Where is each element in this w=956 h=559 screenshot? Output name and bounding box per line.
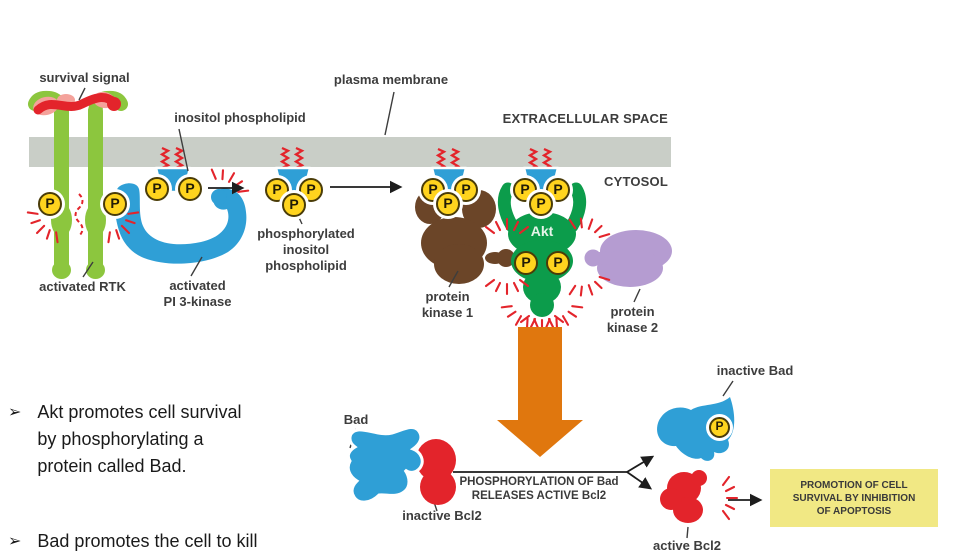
phosphate-p-circle: P — [38, 192, 62, 216]
note-bullet-akt: ➢ Akt promotes cell survival by phosphor… — [8, 402, 242, 476]
inactive-bcl2-shape — [416, 439, 456, 505]
protein-kinase-2-shape — [584, 230, 672, 287]
phosphorylation-caption: PHOSPHORYLATION OF Bad RELEASES ACTIVE B… — [459, 476, 619, 502]
bullet-arrow-icon: ➢ — [8, 533, 22, 550]
reaction-arrows — [208, 180, 763, 507]
phosphate-p-circle: P — [299, 178, 323, 202]
inactive-bad-shape — [657, 397, 735, 461]
extracellular-space-label: EXTRACELLULAR SPACE — [502, 111, 668, 126]
promotion-of-cell-survival-box: PROMOTION OF CELL SURVIVAL BY INHIBITION… — [770, 469, 938, 527]
kinase-activity-dashes — [74, 193, 84, 237]
bad-bcl2-complex — [346, 426, 456, 505]
bad-label: Bad — [343, 412, 369, 427]
phosphate-p-circle: P — [436, 192, 460, 216]
survival-signal-ligand — [33, 91, 121, 116]
protein-kinase-1-label: protein kinase 1 — [421, 289, 474, 320]
plasma-membrane-band — [29, 137, 671, 167]
bullet-arrow-icon: ➢ — [8, 404, 22, 421]
activated-pi3k-label: activated PI 3-kinase — [163, 278, 232, 309]
phosphate-p-circle: P — [178, 177, 202, 201]
activated-rtk-shape — [28, 90, 128, 279]
bad-shape — [346, 426, 424, 504]
phosphate-p-circle: P — [454, 178, 478, 202]
cytosol-label: CYTOSOL — [603, 174, 668, 189]
active-bcl2-label: active Bcl2 — [653, 538, 721, 553]
note-bullet-bad: ➢ Bad promotes the cell to kill — [8, 528, 258, 555]
protein-kinase-2-label: protein kinase 2 — [606, 304, 659, 335]
phosphate-p-circle: P — [103, 192, 127, 216]
phosphate-p-circle: P — [546, 251, 570, 275]
inactive-bad-label: inactive Bad — [716, 363, 794, 378]
phosphate-p-circle: P — [282, 193, 306, 217]
akt-label: Akt — [530, 223, 554, 239]
inactive-bcl2-label: inactive Bcl2 — [402, 508, 482, 523]
active-bcl2-shape — [660, 470, 707, 523]
phosphate-p-circle: P — [514, 251, 538, 275]
downstream-arrow — [497, 327, 583, 457]
phosphate-p-circle: P — [529, 192, 553, 216]
plasma-membrane-label: plasma membrane — [333, 72, 449, 87]
survival-signal-label: survival signal — [39, 70, 130, 85]
phosphate-p-circle: P — [421, 178, 445, 202]
phosphate-p-circle: P — [145, 177, 169, 201]
activated-rtk-label: activated RTK — [39, 279, 126, 294]
phosphate-p-circle: P — [709, 417, 730, 438]
phosphorylated-lipid-label: phosphorylated inositol phospholipid — [257, 226, 355, 273]
inositol-phospholipid-label: inositol phospholipid — [174, 110, 306, 125]
pi3-kinase-shape — [114, 183, 247, 264]
